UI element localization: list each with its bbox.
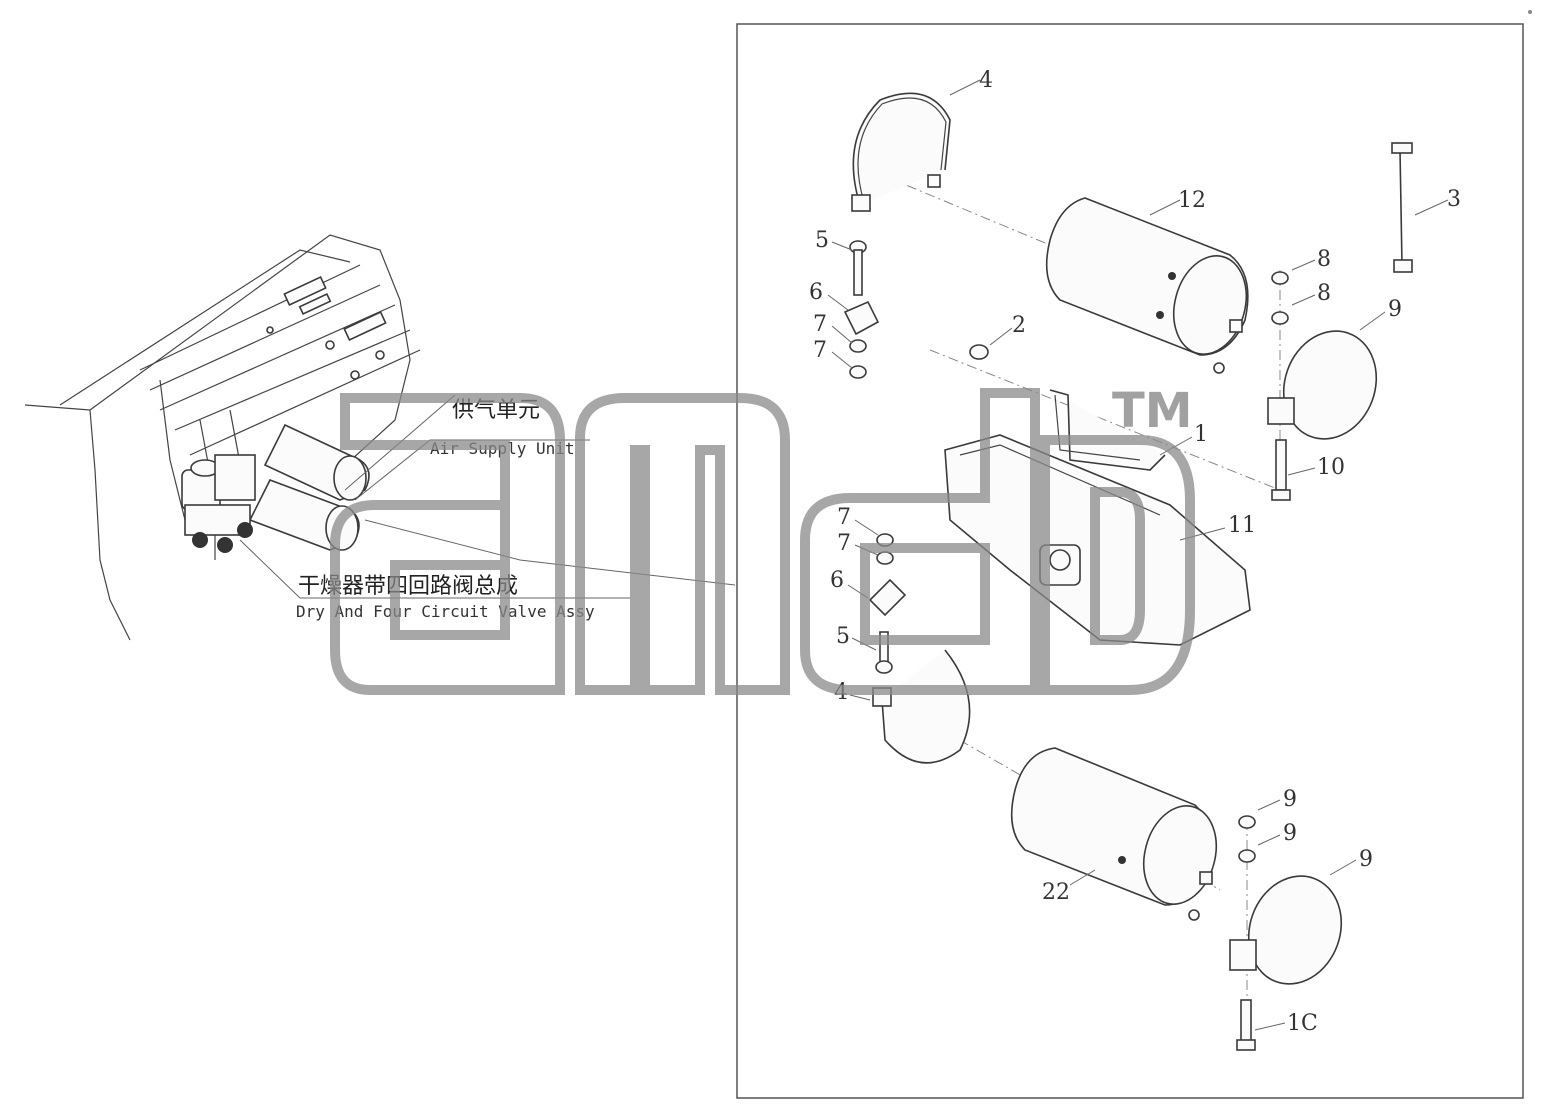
strap-upper-icon xyxy=(852,92,951,206)
nut-8b-icon xyxy=(1271,311,1289,325)
callout-bolt-10-upper: 10 xyxy=(1317,455,1345,480)
fitting-3-icon xyxy=(1391,142,1413,273)
callout-bolt-10-lower: 1C xyxy=(1287,1011,1318,1036)
amdp-watermark-logo: amdp TM xyxy=(330,383,1195,695)
dryer-caption-en: Dry And Four Circuit Valve Assy xyxy=(296,602,595,621)
callout-cover-11: 11 xyxy=(1228,513,1256,538)
strap-9-upper-icon xyxy=(1267,330,1378,440)
bracket-1-icon xyxy=(1049,389,1166,471)
callout-nut-9b: 9 xyxy=(1283,821,1297,846)
callout-plug-2: 2 xyxy=(1012,313,1026,338)
bolt-5-upper-icon xyxy=(849,240,867,296)
detail-frame xyxy=(736,23,1524,1099)
nut-9a-icon xyxy=(1238,815,1256,829)
bolt-10-lower-icon xyxy=(1236,999,1256,1051)
callout-nut-8a: 8 xyxy=(1317,247,1331,272)
callout-bracket-1: 1 xyxy=(1194,422,1208,447)
bracket-6-upper-icon xyxy=(843,300,880,336)
callout-fitting-3: 3 xyxy=(1447,187,1461,212)
nut-7-lower-b-icon xyxy=(876,551,894,565)
nut-7-upper-b-icon xyxy=(849,365,867,379)
plug-2-icon xyxy=(969,344,989,360)
callout-bolt-5-lower: 5 xyxy=(836,624,850,649)
frame-fittings-icon xyxy=(266,276,387,380)
nut-9b-icon xyxy=(1238,849,1256,863)
callout-tank-22: 22 xyxy=(1042,880,1070,905)
callout-strap-9-upper: 9 xyxy=(1388,297,1402,322)
callout-nut-8b: 8 xyxy=(1317,281,1331,306)
callout-strap-9-lower: 9 xyxy=(1359,847,1373,872)
callout-bolt-5-upper: 5 xyxy=(815,228,829,253)
nut-7-upper-a-icon xyxy=(849,339,867,353)
callout-nut-7-lower-b: 7 xyxy=(837,531,851,556)
callout-nut-9a: 9 xyxy=(1283,787,1297,812)
callout-bracket-6-lower: 6 xyxy=(830,568,844,593)
callout-strap-upper: 4 xyxy=(979,68,993,93)
bolt-10-upper-icon xyxy=(1271,439,1291,501)
tank-22-icon xyxy=(1010,747,1217,921)
dryer-valve-overview-icon xyxy=(181,454,256,553)
bolt-5-lower-icon xyxy=(875,631,893,674)
strap-9-lower-icon xyxy=(1229,875,1343,985)
callout-nut-7-upper-a: 7 xyxy=(813,312,827,337)
tank-12-icon xyxy=(1045,197,1249,374)
callout-bracket-6-upper: 6 xyxy=(809,280,823,305)
strap-lower-icon xyxy=(881,649,971,764)
trademark-mark: TM xyxy=(1112,383,1193,439)
corner-mark-icon xyxy=(1528,10,1532,14)
callout-nut-7-lower-a: 7 xyxy=(837,505,851,530)
callout-tank-12: 12 xyxy=(1178,188,1206,213)
callout-nut-7-upper-b: 7 xyxy=(813,338,827,363)
nut-8a-icon xyxy=(1271,271,1289,285)
bracket-6-lower-icon xyxy=(868,578,907,617)
